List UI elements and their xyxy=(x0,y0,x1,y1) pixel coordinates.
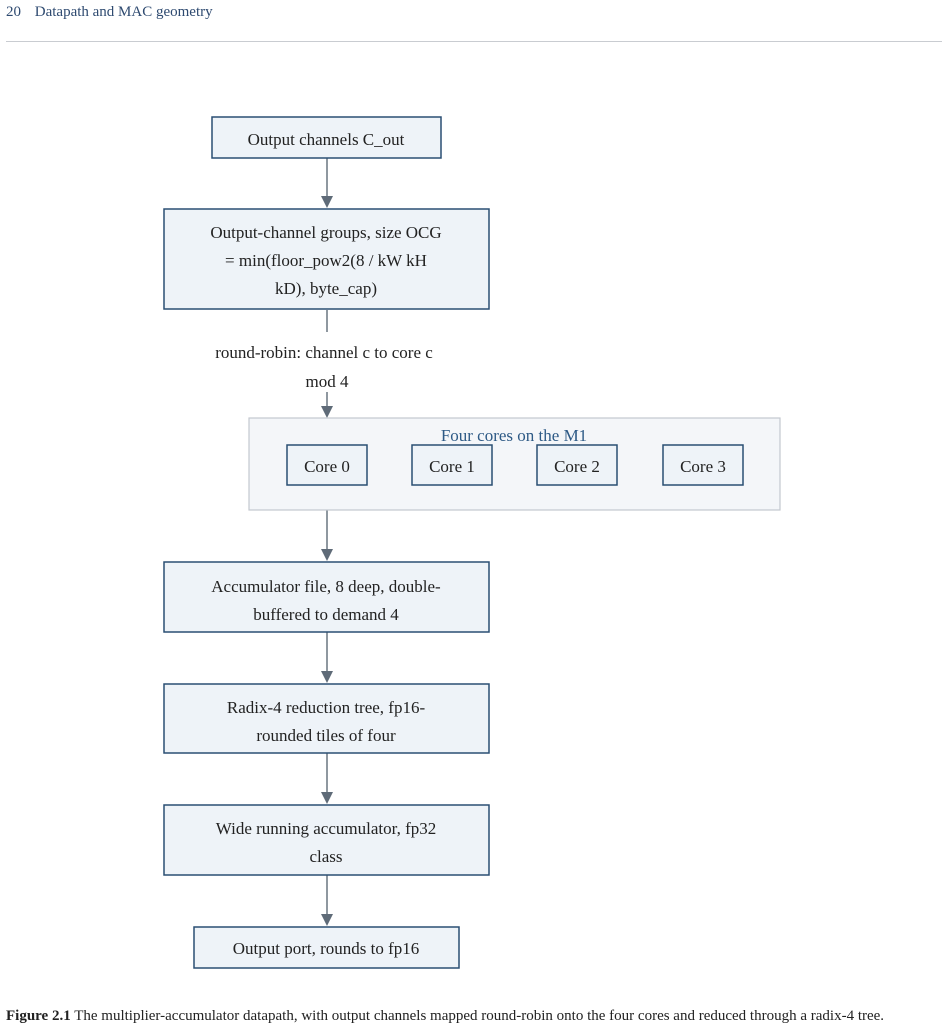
core-2-label: Core 2 xyxy=(554,457,600,476)
core-0-label: Core 0 xyxy=(304,457,350,476)
core-1-label: Core 1 xyxy=(429,457,475,476)
cluster-title: Four cores on the M1 xyxy=(441,426,587,445)
edge-radix-to-wide xyxy=(321,753,333,804)
core-3-label: Core 3 xyxy=(680,457,726,476)
node-radix-line-2: rounded tiles of four xyxy=(256,726,396,745)
core-3: Core 3 xyxy=(662,444,744,486)
node-output-channels-text: Output channels C_out xyxy=(248,130,405,149)
edge-label-line-2: mod 4 xyxy=(306,372,349,391)
node-ocg-line-1: Output-channel groups, size OCG xyxy=(210,223,441,242)
figure-caption: Figure 2.1 The multiplier-accumulator da… xyxy=(6,1008,942,1025)
node-radix4-tree: Radix-4 reduction tree, fp16- rounded ti… xyxy=(163,683,490,754)
caption-text: The multiplier-accumulator datapath, wit… xyxy=(74,1008,885,1024)
node-wide-line-1: Wide running accumulator, fp32 xyxy=(216,819,437,838)
node-wide-accumulator: Wide running accumulator, fp32 class xyxy=(163,804,490,876)
section-title: Datapath and MAC geometry xyxy=(34,4,213,20)
running-head: 20 Datapath and MAC geometry xyxy=(6,4,213,21)
node-accumulator-file: Accumulator file, 8 deep, double- buffer… xyxy=(163,561,490,633)
node-output-port: Output port, rounds to fp16 xyxy=(193,926,460,969)
core-0: Core 0 xyxy=(286,444,368,486)
page-number: 20 xyxy=(6,4,21,20)
cluster-four-cores: Four cores on the M1 Core 0 Core 1 Core … xyxy=(248,417,781,511)
edge-accum-to-radix xyxy=(321,632,333,683)
node-output-port-text: Output port, rounds to fp16 xyxy=(233,939,420,958)
core-2: Core 2 xyxy=(536,444,618,486)
header-rule xyxy=(6,41,942,42)
datapath-diagram: round-robin: channel c to core c mod 4 O… xyxy=(163,116,781,969)
edge-label-line-1: round-robin: channel c to core c xyxy=(215,343,433,362)
caption-label: Figure 2.1 xyxy=(6,1008,71,1024)
edge-ocg-to-cores xyxy=(321,310,333,418)
node-radix-line-1: Radix-4 reduction tree, fp16- xyxy=(227,698,426,717)
node-ocg-line-2: = min(floor_pow2(8 / kW kH xyxy=(225,251,427,270)
edge-wide-to-port xyxy=(321,875,333,926)
core-1: Core 1 xyxy=(411,444,493,486)
node-wide-line-2: class xyxy=(309,847,342,866)
node-output-channels: Output channels C_out xyxy=(211,116,442,159)
edge-out-to-ocg xyxy=(321,158,333,208)
node-accum-line-1: Accumulator file, 8 deep, double- xyxy=(211,577,441,596)
node-output-channel-groups: Output-channel groups, size OCG = min(fl… xyxy=(163,208,490,310)
node-ocg-line-3: kD), byte_cap) xyxy=(275,279,377,298)
node-accum-line-2: buffered to demand 4 xyxy=(253,605,399,624)
